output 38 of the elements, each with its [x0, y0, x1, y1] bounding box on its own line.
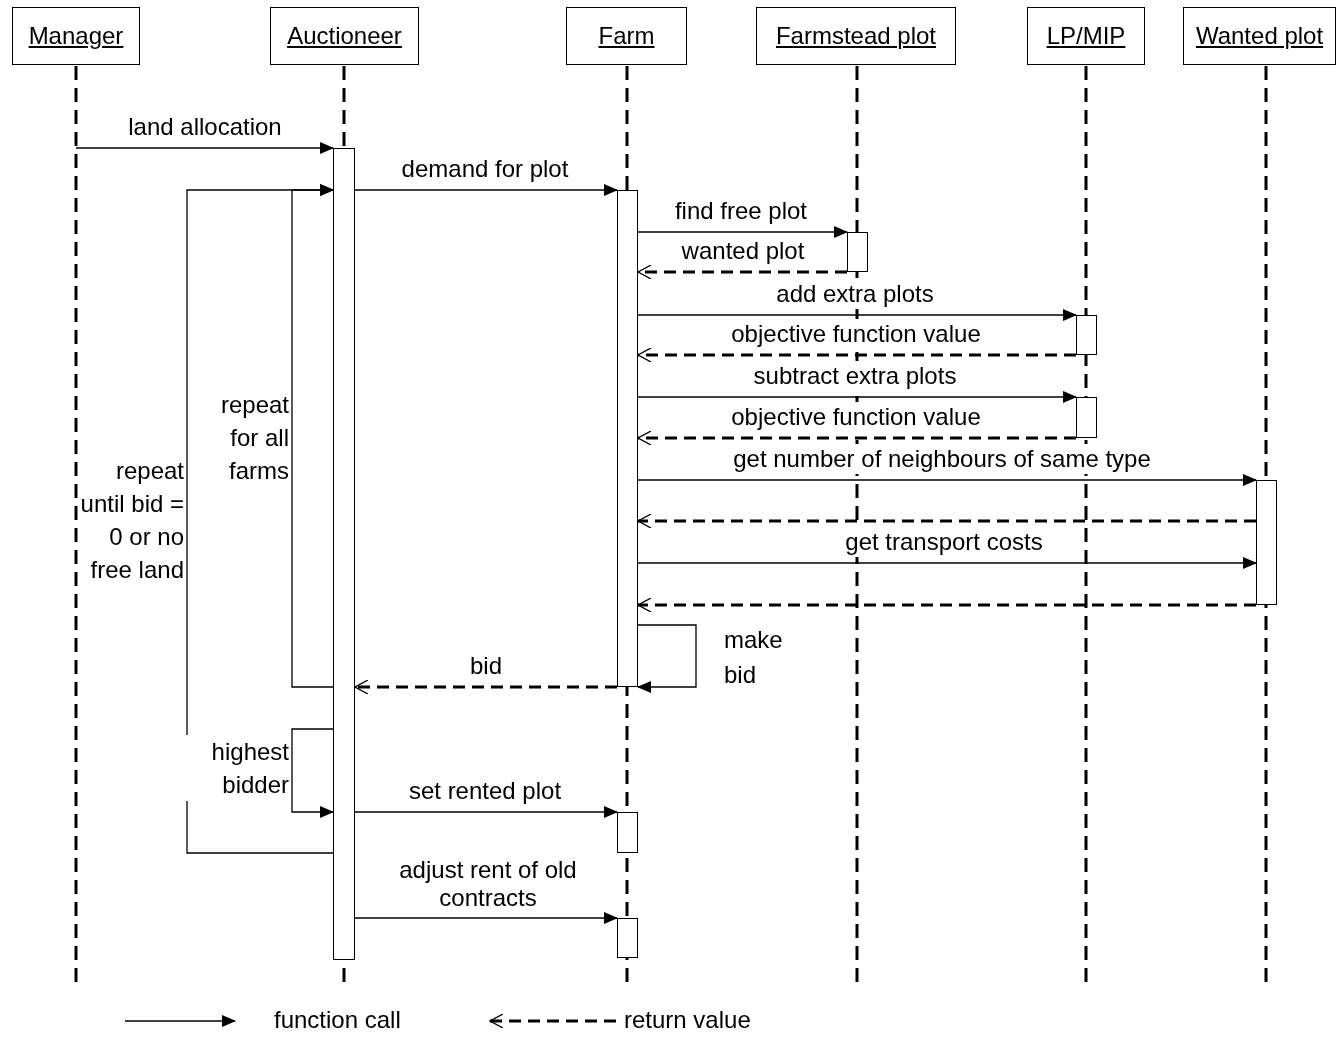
activation-bar: [1256, 480, 1277, 605]
participant-box: Farmstead plot: [756, 7, 956, 65]
activation-bar: [1076, 315, 1097, 355]
return-arrow: [637, 430, 1076, 446]
activation-bar: [847, 232, 868, 272]
call-arrow: [354, 912, 618, 924]
call-arrow: [354, 184, 618, 196]
return-arrow: [354, 679, 617, 695]
call-arrow: [637, 391, 1077, 403]
call-arrow: [637, 474, 1257, 486]
loop-arrow: [186, 184, 334, 854]
edge-label: subtract extra plots: [751, 361, 959, 391]
participant-box: Farm: [566, 7, 687, 65]
activation-bar: [333, 148, 355, 960]
participant-box: LP/MIP: [1027, 7, 1145, 65]
activation-bar: [617, 812, 638, 853]
edge-label: get transport costs: [843, 527, 1045, 557]
participant-box: Wanted plot: [1183, 7, 1336, 65]
call-arrow: [637, 226, 848, 238]
participant-box: Manager: [12, 7, 140, 65]
return-arrow: [637, 347, 1076, 363]
edge-label: get number of neighbours of same type: [731, 444, 1153, 474]
return-arrow: [637, 597, 1256, 613]
call-arrow: [75, 142, 334, 154]
return-arrow: [637, 513, 1256, 529]
return-arrow: [637, 264, 847, 280]
activation-bar: [617, 190, 638, 687]
edge-label: objective function value: [729, 319, 983, 349]
edge-label: objective function value: [729, 402, 983, 432]
self-call-arrow: [291, 728, 334, 818]
call-arrow: [637, 557, 1257, 569]
participant-box: Auctioneer: [270, 7, 419, 65]
self-call-arrow: [637, 624, 697, 693]
call-arrow: [637, 309, 1077, 321]
call-arrow: [354, 806, 618, 818]
activation-bar: [617, 918, 638, 958]
activation-bar: [1076, 397, 1097, 438]
edge-label: highest bidder: [183, 735, 291, 801]
